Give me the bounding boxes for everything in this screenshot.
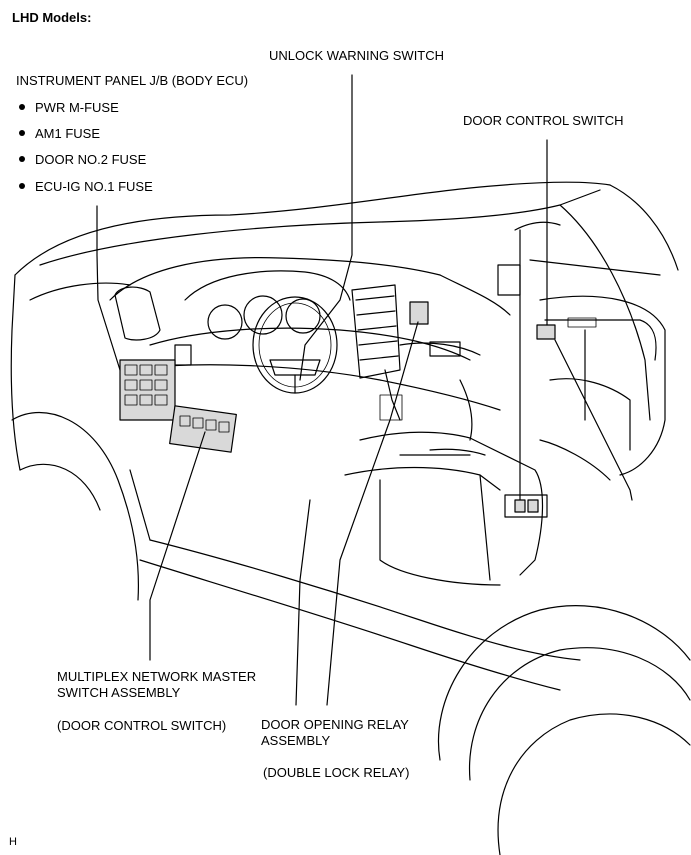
multiplex-switch-sublabel: (DOOR CONTROL SWITCH) bbox=[57, 718, 227, 733]
multiplex-switch-component bbox=[169, 405, 237, 453]
fuse-item: PWR M-FUSE bbox=[19, 99, 119, 116]
door-control-switch-component bbox=[536, 324, 556, 340]
fuse-item: ECU-IG NO.1 FUSE bbox=[19, 178, 153, 195]
door-opening-relay-label-line1: DOOR OPENING RELAY bbox=[261, 717, 409, 732]
center-console-outline bbox=[344, 369, 548, 586]
fuse-label: PWR M-FUSE bbox=[35, 100, 119, 115]
bullet-icon bbox=[19, 156, 25, 162]
unlock-warning-switch-label: UNLOCK WARNING SWITCH bbox=[269, 48, 445, 63]
vehicle-body-outline bbox=[10, 181, 691, 855]
bullet-icon bbox=[19, 130, 25, 136]
multiplex-switch-label-line2: SWITCH ASSEMBLY bbox=[57, 685, 181, 700]
bullet-icon bbox=[19, 183, 25, 189]
fuse-label: AM1 FUSE bbox=[35, 126, 101, 141]
footer-code: H bbox=[9, 836, 17, 848]
leader-lines bbox=[96, 74, 633, 706]
door-opening-relay-component bbox=[409, 301, 429, 325]
door-opening-relay-label-line2: ASSEMBLY bbox=[261, 733, 331, 748]
instrument-panel-jb-label: INSTRUMENT PANEL J/B (BODY ECU) bbox=[16, 73, 249, 88]
page-title: LHD Models: bbox=[12, 10, 92, 25]
instrument-panel-jb-component bbox=[119, 359, 176, 421]
fuse-item: DOOR NO.2 FUSE bbox=[19, 151, 146, 168]
fuse-label: ECU-IG NO.1 FUSE bbox=[35, 179, 153, 194]
dashboard-outline bbox=[109, 257, 511, 441]
fuse-label: DOOR NO.2 FUSE bbox=[35, 152, 147, 167]
bullet-icon bbox=[19, 104, 25, 110]
door-control-switch-label: DOOR CONTROL SWITCH bbox=[463, 113, 624, 128]
fuse-item: AM1 FUSE bbox=[19, 125, 100, 142]
multiplex-switch-label-line1: MULTIPLEX NETWORK MASTER bbox=[57, 669, 257, 684]
door-opening-relay-sublabel: (DOUBLE LOCK RELAY) bbox=[263, 765, 410, 780]
